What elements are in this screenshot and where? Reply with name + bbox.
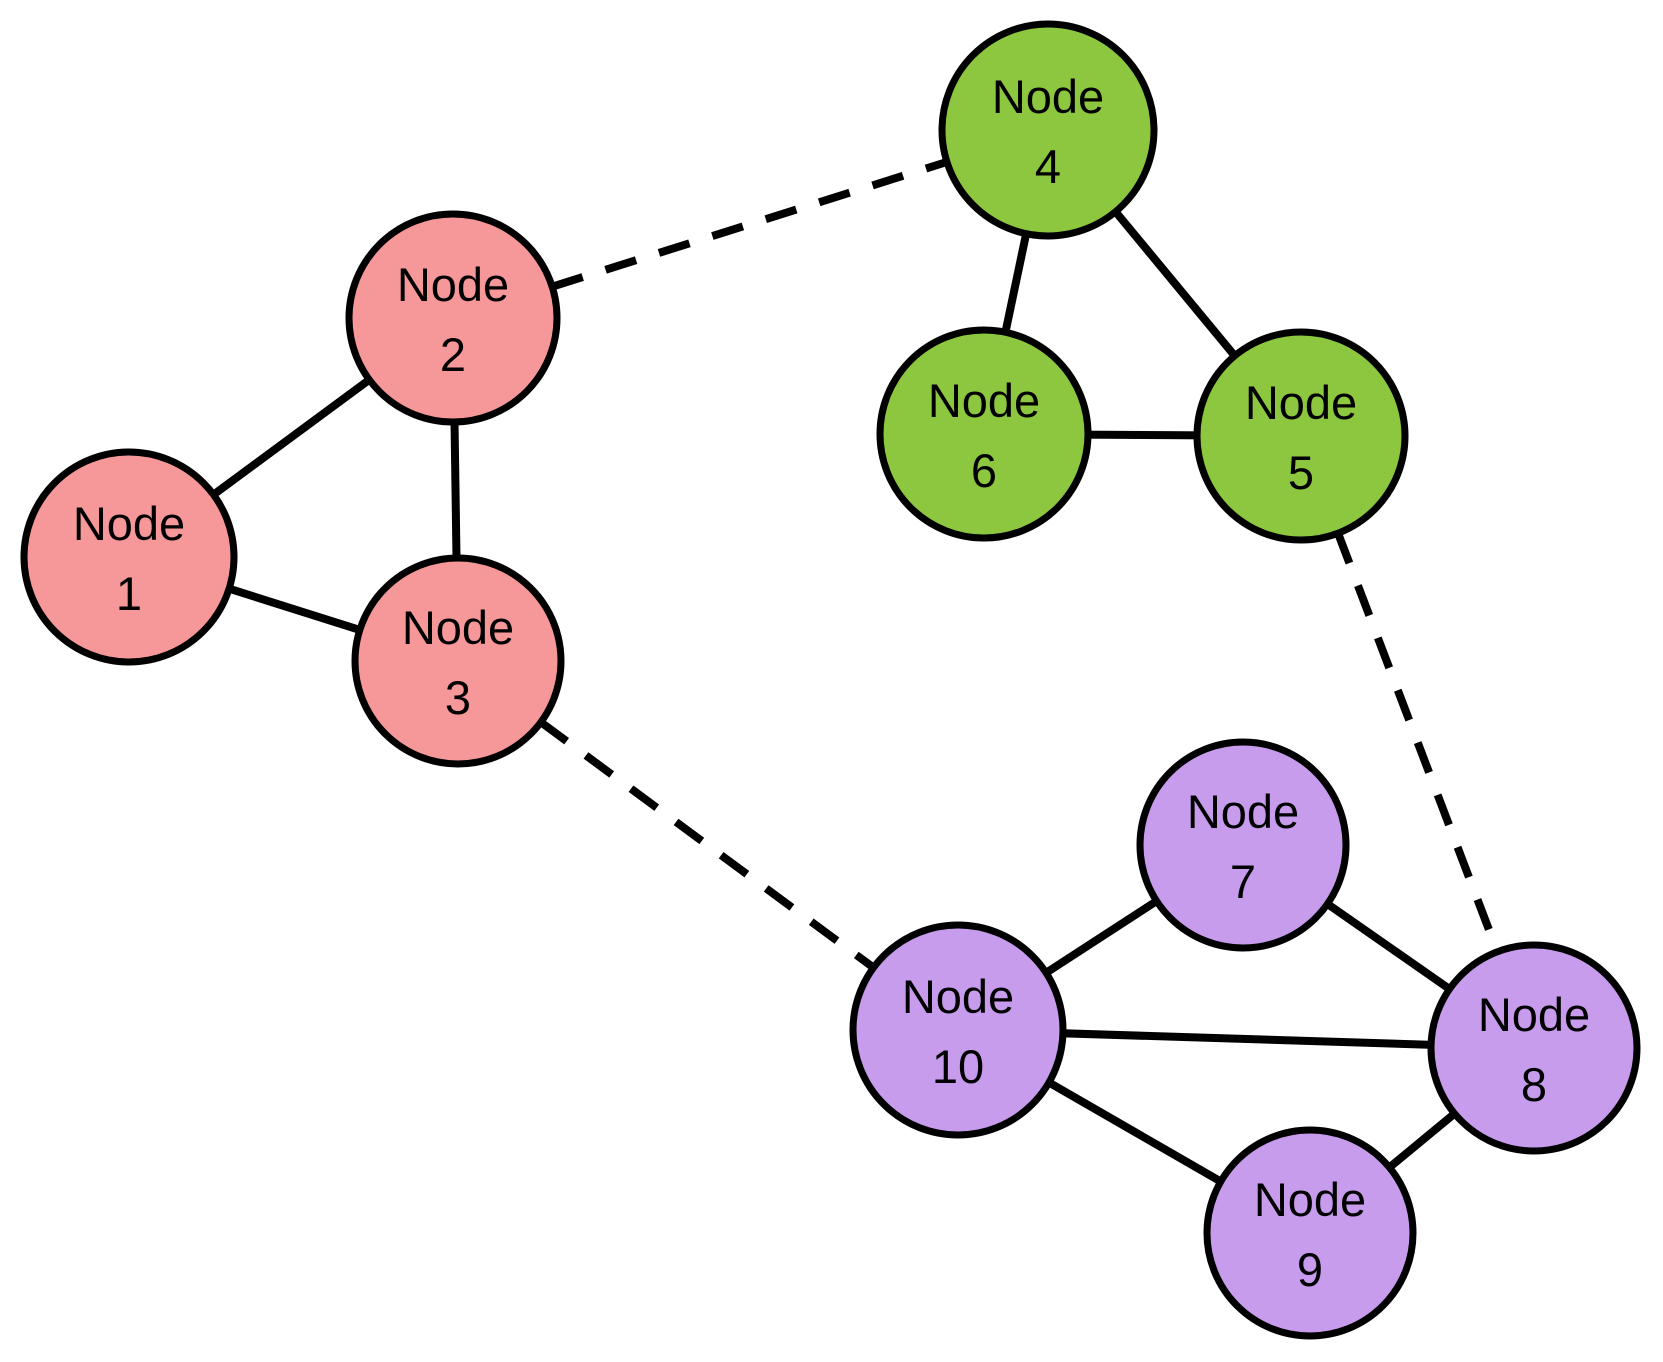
node-5-circle — [1193, 328, 1409, 544]
node-8-circle — [1427, 941, 1641, 1155]
node-4: Node 4 — [938, 20, 1158, 240]
node-10-label-line2: 10 — [932, 1040, 984, 1093]
node-3-label-line2: 3 — [445, 671, 471, 724]
node-3-circle — [351, 554, 565, 768]
node-2-label-line2: 2 — [440, 328, 466, 381]
node-7-label-line2: 7 — [1230, 855, 1256, 908]
node-9-label-line2: 9 — [1297, 1243, 1323, 1296]
node-10-label-line1: Node — [902, 970, 1014, 1023]
node-7-label-line1: Node — [1187, 785, 1299, 838]
node-2-label-line1: Node — [397, 258, 509, 311]
node-2: Node 2 — [345, 210, 561, 426]
node-10-circle — [849, 921, 1067, 1139]
node-1-label-line2: 1 — [116, 567, 142, 620]
node-8-label-line2: 8 — [1521, 1058, 1547, 1111]
node-1-label-line1: Node — [73, 497, 185, 550]
node-10: Node 10 — [849, 921, 1067, 1139]
edge-2-4-dashed — [550, 158, 949, 291]
node-4-label-line1: Node — [992, 70, 1104, 123]
node-6-circle — [876, 326, 1092, 542]
node-1-circle — [20, 448, 238, 666]
edge-5-8-dashed — [1334, 531, 1502, 954]
node-4-label-line2: 4 — [1035, 140, 1061, 193]
node-6-label-line2: 6 — [971, 444, 997, 497]
node-6-label-line1: Node — [928, 374, 1040, 427]
node-7: Node 7 — [1136, 738, 1350, 952]
node-1: Node 1 — [20, 448, 238, 666]
node-8-label-line1: Node — [1478, 988, 1590, 1041]
node-9: Node 9 — [1203, 1126, 1417, 1340]
edge-3-10-dashed — [538, 718, 876, 971]
node-3: Node 3 — [351, 554, 565, 768]
node-9-circle — [1203, 1126, 1417, 1340]
node-5-label-line2: 5 — [1288, 446, 1314, 499]
node-9-label-line1: Node — [1254, 1173, 1366, 1226]
node-8: Node 8 — [1427, 941, 1641, 1155]
node-5-label-line1: Node — [1245, 376, 1357, 429]
node-2-circle — [345, 210, 561, 426]
node-5: Node 5 — [1193, 328, 1409, 544]
node-7-circle — [1136, 738, 1350, 952]
node-3-label-line1: Node — [402, 601, 514, 654]
node-6: Node 6 — [876, 326, 1092, 542]
node-4-circle — [938, 20, 1158, 240]
